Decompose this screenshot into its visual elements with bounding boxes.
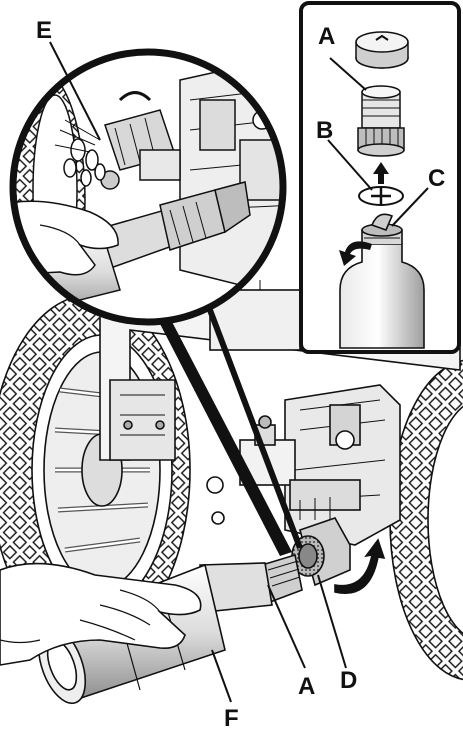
threaded-opening-part: [359, 187, 403, 205]
cap-part: [356, 32, 408, 68]
callout-a-inset: A: [318, 23, 335, 50]
callout-a-main: A: [298, 673, 315, 700]
callout-f-main: F: [224, 705, 239, 732]
callout-c-inset: C: [428, 165, 445, 192]
callout-d-main: D: [340, 667, 357, 694]
adapter-part: [358, 86, 404, 156]
callout-e-zoom: E: [36, 17, 52, 44]
callout-b-inset: B: [316, 117, 333, 144]
right-wheel: [390, 360, 463, 680]
